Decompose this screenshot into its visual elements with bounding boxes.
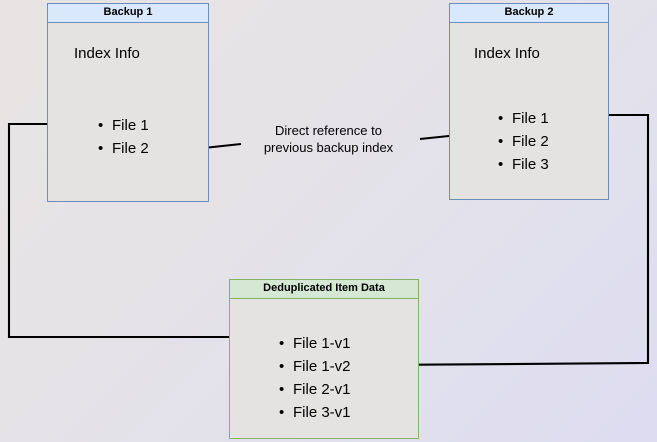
list-item: File 2-v1 bbox=[279, 378, 351, 401]
edge-label-direct-reference: Direct reference to previous backup inde… bbox=[251, 122, 406, 156]
list-item: File 1-v2 bbox=[279, 355, 351, 378]
edge-label-line-1: Direct reference to bbox=[275, 123, 382, 138]
node-backup1-subtitle: Index Info bbox=[74, 45, 140, 62]
node-deduplicated-file-list: File 1-v1 File 1-v2 File 2-v1 File 3-v1 bbox=[279, 332, 351, 424]
list-item: File 1 bbox=[498, 107, 549, 130]
list-item: File 3-v1 bbox=[279, 401, 351, 424]
node-deduplicated-item-data-title: Deduplicated Item Data bbox=[230, 280, 418, 299]
node-backup2-file-list: File 1 File 2 File 3 bbox=[498, 107, 549, 176]
edge-label-line-2: previous backup index bbox=[263, 140, 394, 155]
node-backup2-body: Index Info File 1 File 2 File 3 bbox=[450, 23, 608, 199]
node-deduplicated-item-data-body: File 1-v1 File 1-v2 File 2-v1 File 3-v1 bbox=[230, 299, 418, 438]
list-item: File 1-v1 bbox=[279, 332, 351, 355]
list-item: File 2 bbox=[498, 130, 549, 153]
node-backup2[interactable]: Backup 2 Index Info File 1 File 2 File 3 bbox=[449, 3, 609, 200]
node-backup1[interactable]: Backup 1 Index Info File 1 File 2 bbox=[47, 3, 209, 202]
list-item: File 3 bbox=[498, 153, 549, 176]
node-backup1-file-list: File 1 File 2 bbox=[98, 114, 149, 160]
node-backup2-subtitle: Index Info bbox=[474, 45, 540, 62]
list-item: File 1 bbox=[98, 114, 149, 137]
node-backup1-body: Index Info File 1 File 2 bbox=[48, 23, 208, 201]
node-backup2-title: Backup 2 bbox=[450, 4, 608, 23]
node-backup1-title: Backup 1 bbox=[48, 4, 208, 23]
list-item: File 2 bbox=[98, 137, 149, 160]
node-deduplicated-item-data[interactable]: Deduplicated Item Data File 1-v1 File 1-… bbox=[229, 279, 419, 439]
